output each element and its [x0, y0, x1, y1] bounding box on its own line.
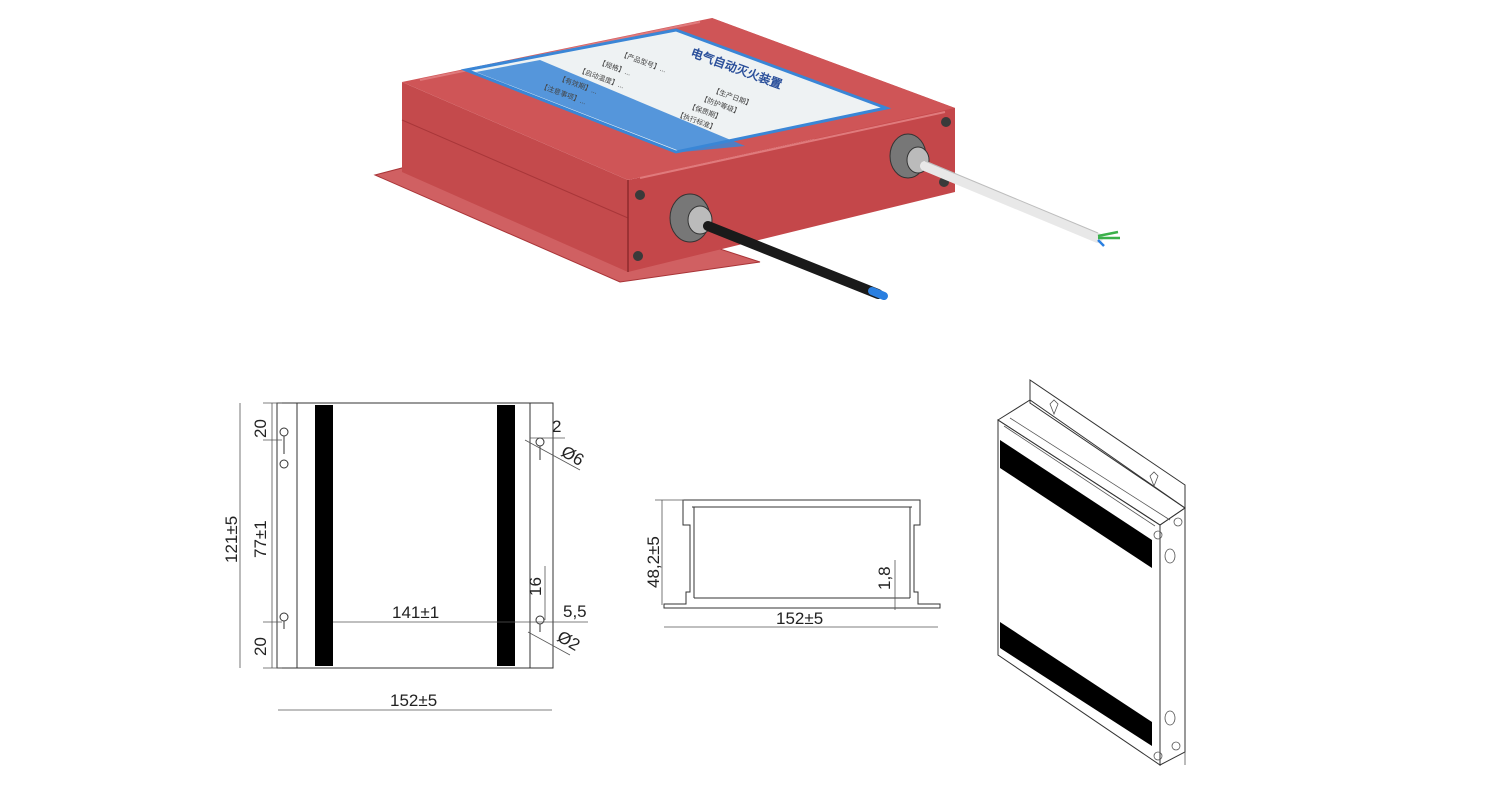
dim-inner-width: 141±1	[392, 603, 439, 622]
dim-side-height: 48,2±5	[644, 536, 663, 588]
product-render: 电气自动灭火装置 【产品型号】... 【规格】... 【启动温度】... 【有效…	[373, 18, 1120, 300]
blue-wire-end	[868, 287, 888, 300]
black-cable	[703, 221, 883, 299]
side-view-drawing: 48,2±5 1,8 152±5	[644, 499, 941, 628]
dim-hole-large: Ø6	[558, 442, 587, 470]
dim-bottom-margin: 20	[251, 637, 270, 656]
dim-inner-height: 77±1	[251, 520, 270, 558]
enclosure-front-left	[402, 82, 628, 272]
dim-slot-width: 2	[552, 417, 561, 436]
dim-wall-thickness: 1,8	[875, 566, 894, 590]
white-cable	[920, 161, 1103, 243]
dim-overall-width: 152±5	[390, 691, 437, 710]
product-label	[460, 28, 892, 154]
dim-hole-small: Ø2	[554, 627, 583, 655]
dim-flange: 16	[526, 577, 545, 596]
dim-side-width: 152±5	[776, 609, 823, 628]
dim-overall-height: 121±5	[222, 516, 241, 563]
colored-wire-ends	[1097, 230, 1120, 247]
dim-flange-offset: 5,5	[563, 602, 587, 621]
dim-top-margin: 20	[251, 419, 270, 438]
front-view-drawing: 121±5 77±1 20 20 2 Ø6 141±1 16 5,5 Ø2 15…	[222, 402, 588, 711]
label-blue-stripe	[476, 60, 745, 152]
isometric-drawing	[997, 379, 1186, 766]
